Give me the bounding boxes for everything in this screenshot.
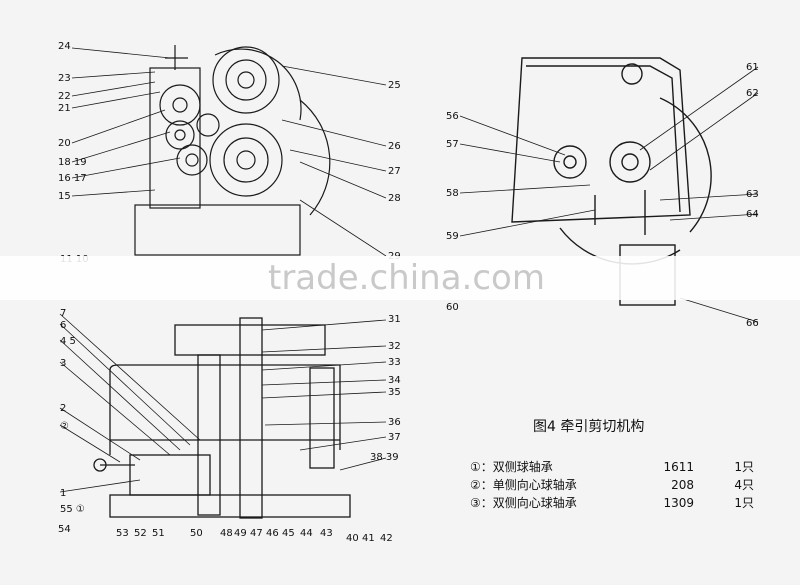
part-label: 54 [58,524,71,535]
part-label: 31 [388,314,401,325]
bearing-legend: ①：双侧球轴承 1611 1只 ②：单侧向心球轴承 208 4只 ③：双侧向心球… [470,458,754,512]
part-label: 45 [282,528,295,539]
legend-label: ②：单侧向心球轴承 [470,478,577,492]
gear-train-view [134,45,331,256]
legend-label: ③：双侧向心球轴承 [470,496,577,510]
legend-row: ③：双侧向心球轴承 1309 1只 [470,494,754,512]
watermark-text: trade.china.com [268,258,545,298]
part-label: 55 ① [60,504,85,515]
part-label: 48 [220,528,233,539]
part-label: 25 [388,80,401,91]
part-label: 47 [250,528,263,539]
legend-row: ①：双侧球轴承 1611 1只 [470,458,754,476]
part-label: 52 [134,528,147,539]
part-label: 64 [746,209,759,220]
frame-view [511,57,712,306]
part-label: 22 [58,91,71,102]
part-label: 7 [60,308,66,319]
section-view [93,317,351,519]
part-label: 32 [388,341,401,352]
part-label: 53 [116,528,129,539]
part-label: 2 [60,403,66,414]
part-label: 26 [388,141,401,152]
part-label: 58 [446,188,459,199]
part-label: 24 [58,41,71,52]
part-label: 61 [746,62,759,73]
part-label: 21 [58,103,71,114]
part-label: 63 [746,189,759,200]
legend-qty: 1只 [734,496,754,510]
legend-code: 1309 [663,496,694,510]
part-label: 16 17 [58,173,87,184]
part-label: 27 [388,166,401,177]
part-label: 42 [380,533,393,544]
part-label: ② [60,421,69,432]
part-label: 66 [746,318,759,329]
part-label: 28 [388,193,401,204]
part-label: 36 [388,417,401,428]
figure-caption: 图4 牵引剪切机构 [533,419,645,435]
part-label: 49 [234,528,247,539]
part-label: 50 [190,528,203,539]
legend-qty: 4只 [734,478,754,492]
part-label: 56 [446,111,459,122]
part-label: 40 [346,533,359,544]
part-label: 59 [446,231,459,242]
part-label: 33 [388,357,401,368]
part-label: 38 39 [370,452,399,463]
part-label: 18 19 [58,157,87,168]
legend-row: ②：单侧向心球轴承 208 4只 [470,476,754,494]
part-label: 37 [388,432,401,443]
part-label: 62 [746,88,759,99]
part-label: 57 [446,139,459,150]
part-label: 4 5 [60,336,76,347]
part-label: 51 [152,528,165,539]
part-label: 15 [58,191,71,202]
part-label: 1 [60,488,66,499]
legend-code: 1611 [663,460,694,474]
part-label: 23 [58,73,71,84]
part-label: 35 [388,387,401,398]
part-label: 41 [362,533,375,544]
part-label: 60 [446,302,459,313]
part-label: 6 [60,320,66,331]
legend-qty: 1只 [734,460,754,474]
part-label: 20 [58,138,71,149]
legend-code: 208 [671,478,694,492]
part-label: 44 [300,528,313,539]
legend-label: ①：双侧球轴承 [470,460,553,474]
watermark-band [0,256,800,300]
part-label: 3 [60,358,66,369]
part-label: 46 [266,528,279,539]
part-label: 34 [388,375,401,386]
part-label: 43 [320,528,333,539]
